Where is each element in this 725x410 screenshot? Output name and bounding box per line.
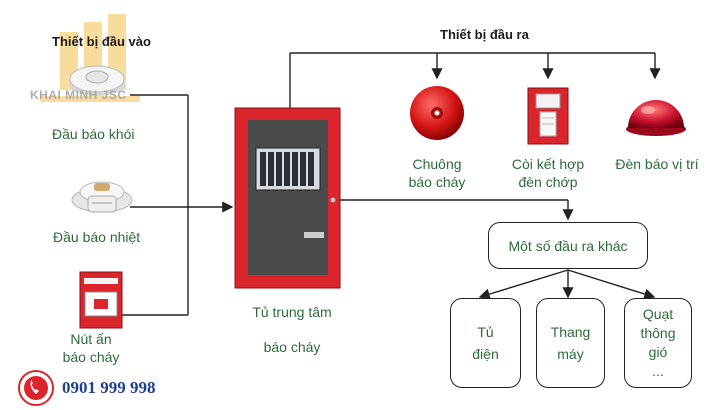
bell-label: Chuông báo cháy	[397, 155, 477, 191]
location-lamp-label: Đèn báo vị trí	[615, 156, 699, 172]
smoke-detector-label: Đầu báo khói	[52, 126, 135, 142]
elevator-line2: máy	[557, 346, 584, 362]
panel-label-line1: Tủ trung tâm	[252, 304, 332, 320]
watermark-brand: KHAI MINH JSC	[30, 88, 127, 102]
electrical-cabinet-line1: Tủ	[477, 324, 494, 340]
horn-strobe-icon	[527, 87, 569, 145]
elevator-box: Thang máy	[536, 298, 605, 388]
other-outputs-title: Một số đầu ra khác	[508, 237, 628, 254]
outputs-title: Thiết bị đầu ra	[440, 27, 529, 42]
ventilation-fan-line1: Quạt	[642, 306, 674, 322]
manual-call-point-icon	[79, 271, 123, 329]
manual-call-point-label: Nút ấn báo cháy	[56, 330, 126, 366]
elevator-line1: Thang	[550, 324, 591, 340]
horn-strobe-label-line1: Còi kết hợp	[511, 156, 585, 172]
manual-call-point-label-line2: báo cháy	[62, 349, 120, 365]
location-lamp-icon	[626, 100, 686, 136]
smoke-detector-icon	[69, 65, 125, 96]
bell-label-line2: báo cháy	[408, 174, 466, 190]
output-connectors	[289, 52, 661, 300]
panel-label-line2: báo cháy	[263, 339, 321, 355]
inputs-title: Thiết bị đầu vào	[52, 34, 151, 49]
manual-call-point-label-line1: Nút ấn	[70, 331, 112, 347]
phone-icon	[18, 370, 54, 406]
heat-detector-icon	[71, 181, 133, 213]
bell-label-line1: Chuông	[412, 156, 462, 172]
other-outputs-box: Một số đầu ra khác	[488, 222, 648, 269]
electrical-cabinet-box: Tủ điện	[450, 298, 521, 388]
heat-detector-label: Đầu báo nhiệt	[53, 229, 141, 245]
horn-strobe-label-line2: đèn chớp	[518, 174, 578, 190]
fire-bell-icon	[410, 86, 464, 140]
horn-strobe-label: Còi kết hợp đèn chớp	[503, 155, 593, 191]
control-panel-icon	[234, 107, 341, 289]
phone-number: 0901 999 998	[62, 378, 156, 397]
electrical-cabinet-line2: điện	[472, 346, 499, 362]
input-connectors	[122, 94, 234, 316]
ventilation-fan-box: Quạt thông gió ...	[624, 298, 692, 388]
ventilation-fan-line3: gió	[648, 344, 668, 360]
ventilation-fan-line2: thông	[640, 325, 676, 341]
ventilation-fan-line4: ...	[652, 363, 664, 379]
